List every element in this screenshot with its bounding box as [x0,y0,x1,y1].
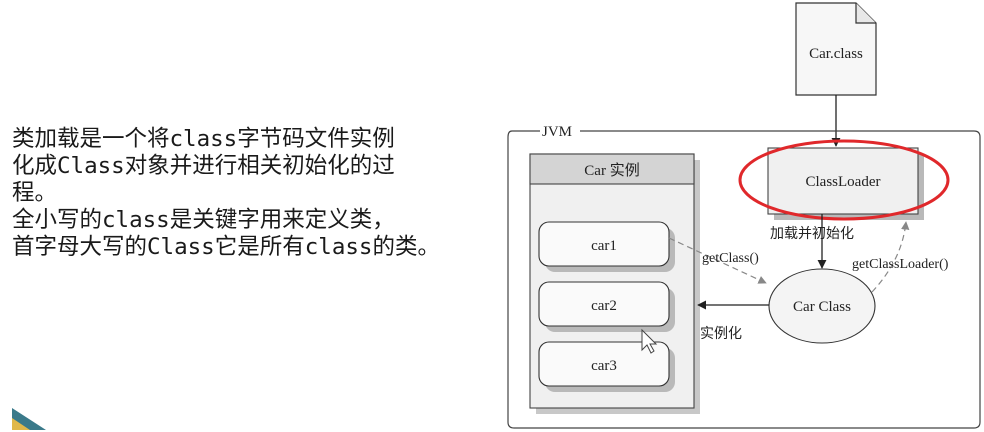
jvm-container [507,130,981,429]
highlight-ellipse [738,139,950,221]
getclassloader-label: getClassLoader() [852,257,949,272]
load-init-label: 加载并初始化 [770,225,854,242]
slide-corner-icon [12,408,46,430]
description-text: 类加载是一个将class字节码文件实例 化成Class对象并进行相关初始化的过 … [12,126,512,261]
instance-label: car3 [591,358,617,374]
instantiate-label: 实例化 [700,326,742,342]
instance-box [538,281,675,332]
description-line: 程。 [12,180,58,206]
description-line: 化成Class对象并进行相关初始化的过 [12,153,395,179]
description-line: 全小写的class是关键字用来定义类， [12,207,395,233]
car-class-node [768,268,876,344]
classloader-label: ClassLoader [806,174,881,190]
getclass-label: getClass() [702,251,759,266]
description-line: 首字母大写的Class它是所有class的类。 [12,234,440,260]
instance-box [538,221,675,272]
file-label: Car.class [809,46,863,62]
instance-label: car1 [591,238,617,254]
getclass-arrow [668,237,767,284]
instance-label: car2 [591,298,617,314]
instance-box [538,341,675,392]
file-document-icon [795,2,877,96]
classloader-box [767,147,924,220]
getclassloader-arrow [871,221,910,293]
instance-panel-title: Car 实例 [584,162,639,179]
jvm-label: JVM [542,124,572,140]
description-line: 类加载是一个将class字节码文件实例 [12,126,395,152]
mouse-cursor-icon [641,328,658,354]
car-class-label: Car Class [793,299,851,315]
